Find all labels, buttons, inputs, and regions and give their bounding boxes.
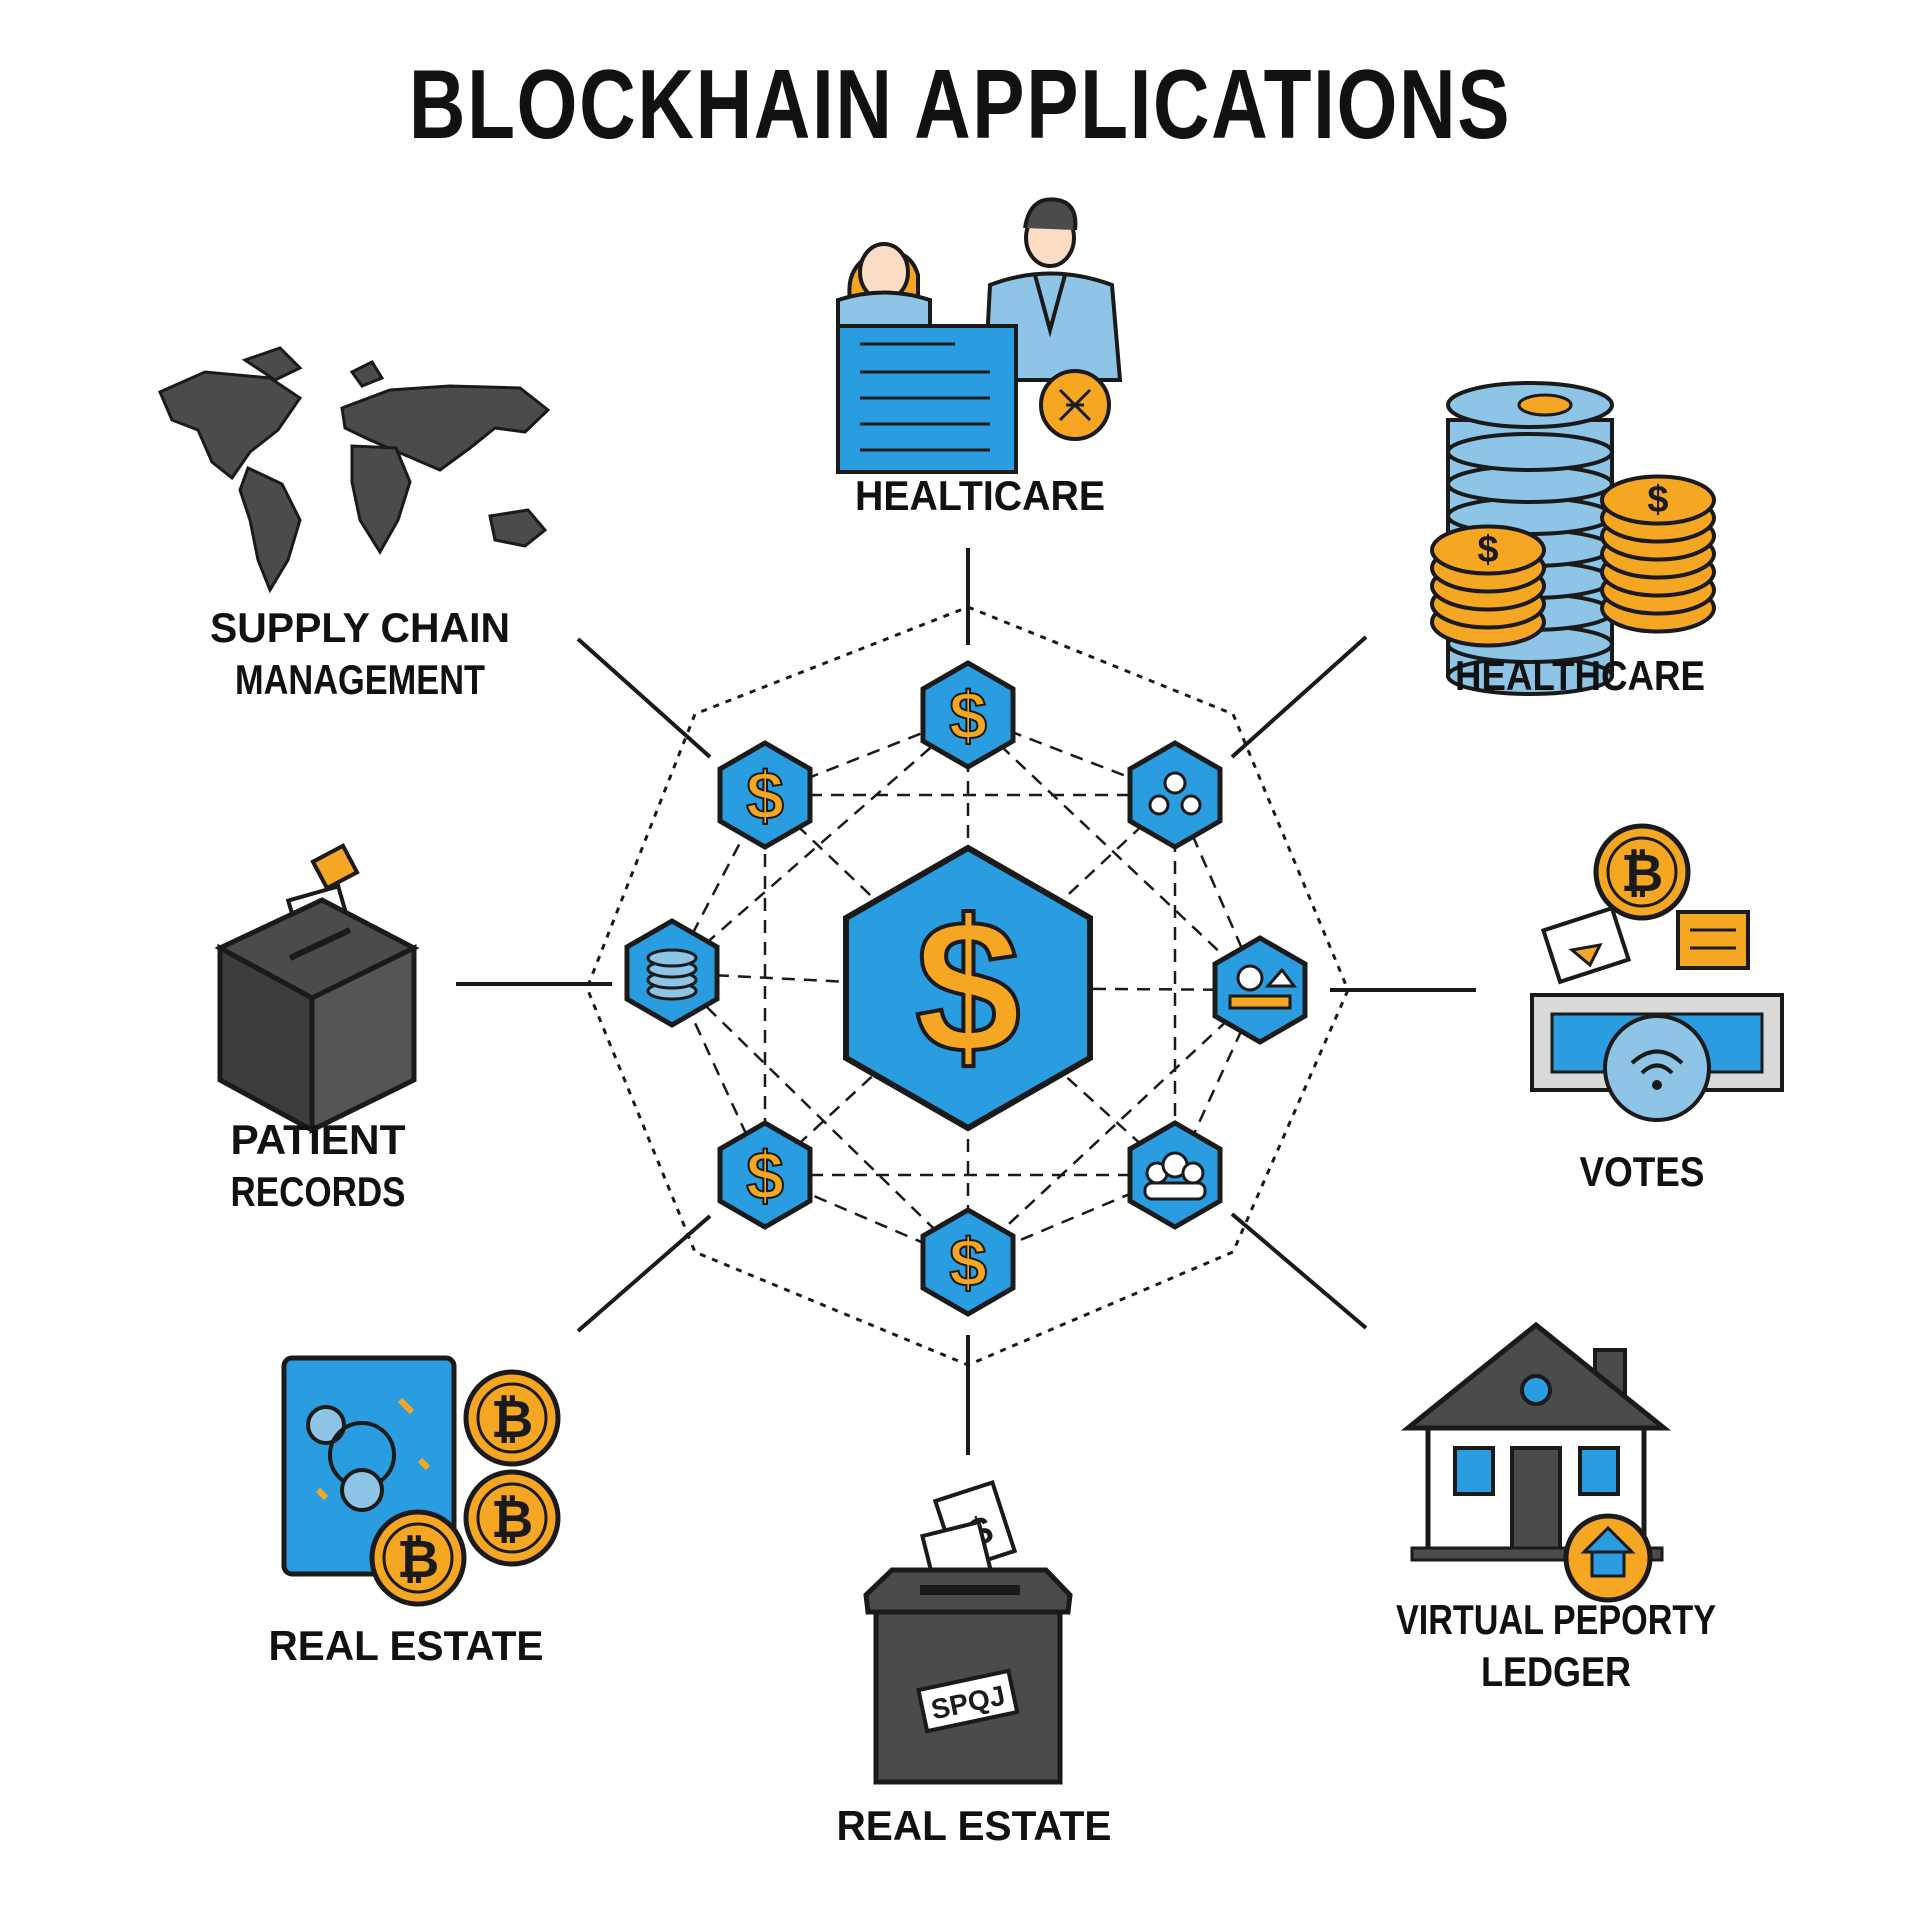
dollar-icon: $: [949, 678, 987, 754]
blockchain-network: $ $ $ $ $: [585, 605, 1350, 1367]
label-patient-records-line-1: RECORDS: [231, 1168, 406, 1215]
label-patient-records-line-0: PATIENT: [231, 1116, 406, 1163]
label-supply-chain-line-1: MANAGEMENT: [235, 656, 485, 703]
label-virtual-property-line-0: VIRTUAL PEPORTY: [1396, 1596, 1716, 1643]
database-coins-icon: $ $: [1430, 381, 1716, 696]
voting-machine-icon: [1530, 826, 1784, 1122]
center-dollar-icon: $: [915, 881, 1021, 1093]
dollar-icon: $: [746, 758, 784, 834]
label-votes-line-0: VOTES: [1580, 1148, 1705, 1195]
coin-stack-icon: [646, 948, 698, 1001]
network-node: [1127, 1120, 1223, 1230]
network-node: $: [920, 1207, 1016, 1317]
dollar-land-icon: [1228, 964, 1297, 1010]
network-people-icon: [1148, 771, 1202, 816]
network-node: $: [717, 740, 813, 850]
label-healthcare-top-line-0: HEALTICARE: [855, 472, 1105, 519]
network-node: $: [717, 1120, 813, 1230]
page-title: BLOCKHAIN APPLICATIONS: [408, 49, 1512, 159]
dollar-icon: $: [949, 1225, 987, 1301]
dollar-icon: $: [746, 1138, 784, 1214]
label-real-estate-bottom-line-0: REAL ESTATE: [837, 1802, 1112, 1849]
bitcoin-card-icon: [281, 1355, 558, 1604]
svg-text:$: $: [1647, 479, 1668, 521]
outer-dotted-ring: [585, 605, 1350, 1367]
ballot-box-icon: [214, 843, 420, 1135]
house-icon: [1400, 1321, 1672, 1603]
svg-text:$: $: [1477, 529, 1498, 571]
group-people-icon: [1143, 1151, 1207, 1201]
world-map-icon: [158, 346, 551, 594]
ballot-box-dollar-icon: $ SPQJ: [863, 1479, 1073, 1785]
network-node: [1212, 935, 1308, 1045]
label-virtual-property-line-1: LEDGER: [1481, 1648, 1631, 1695]
label-healthcare-right-line-0: HEALTHCARE: [1455, 652, 1705, 699]
network-node: [1127, 740, 1223, 850]
network-node: [624, 918, 720, 1028]
network-node: $: [920, 660, 1016, 770]
doctor-patient-icon: [836, 197, 1123, 474]
label-real-estate-left-line-0: REAL ESTATE: [269, 1622, 544, 1669]
label-supply-chain-line-0: SUPPLY CHAIN: [210, 604, 510, 651]
center-node: $: [843, 844, 1093, 1132]
